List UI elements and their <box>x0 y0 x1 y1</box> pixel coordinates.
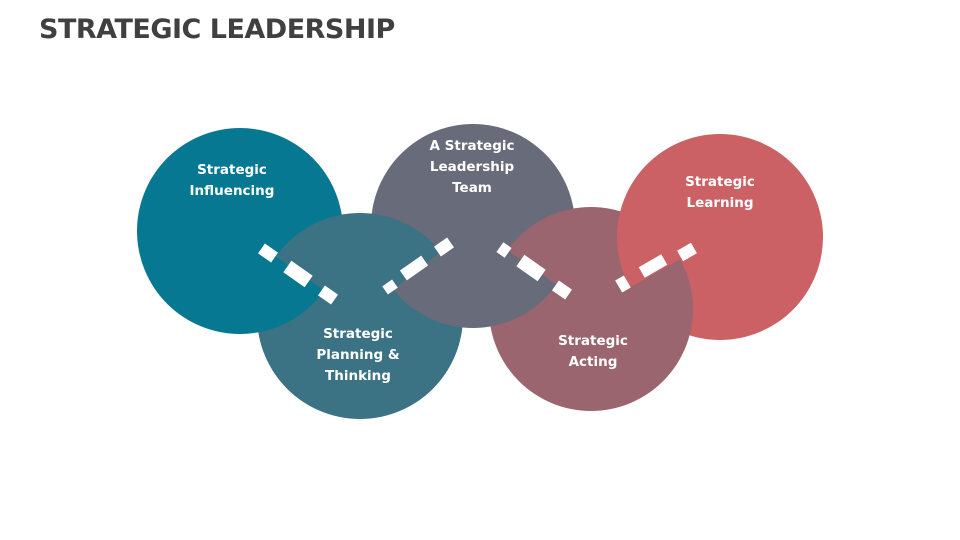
label-line: Team <box>452 180 492 196</box>
connector-dash-2-3 <box>382 237 454 295</box>
connector-dash-4-5 <box>615 242 697 293</box>
page-title: STRATEGIC LEADERSHIP <box>39 14 395 45</box>
label-line: Planning & <box>316 347 400 363</box>
label-line: Acting <box>568 354 618 370</box>
label-line: Strategic <box>323 326 393 342</box>
label-strategic-leadership-team: A Strategic Leadership Team <box>430 136 515 199</box>
label-strategic-learning: Strategic Learning <box>685 172 755 214</box>
label-line: Strategic <box>558 333 628 349</box>
label-line: A Strategic <box>429 138 515 154</box>
label-strategic-acting: Strategic Acting <box>558 331 628 373</box>
label-strategic-planning-thinking: Strategic Planning & Thinking <box>316 324 399 387</box>
label-line: Learning <box>686 195 754 211</box>
label-line: Strategic <box>197 162 267 178</box>
weave-overlap-3-4 <box>489 207 575 328</box>
label-line: Influencing <box>189 183 275 199</box>
label-line: Strategic <box>685 174 755 190</box>
label-line: Leadership <box>429 159 515 175</box>
dashed-connectors <box>258 237 697 305</box>
label-line: Thinking <box>325 368 391 384</box>
connector-dash-1-2 <box>258 243 338 305</box>
weave-overlap-1-2 <box>257 213 343 334</box>
connector-dash-3-4 <box>496 242 572 300</box>
label-strategic-influencing: Strategic Influencing <box>190 160 275 202</box>
